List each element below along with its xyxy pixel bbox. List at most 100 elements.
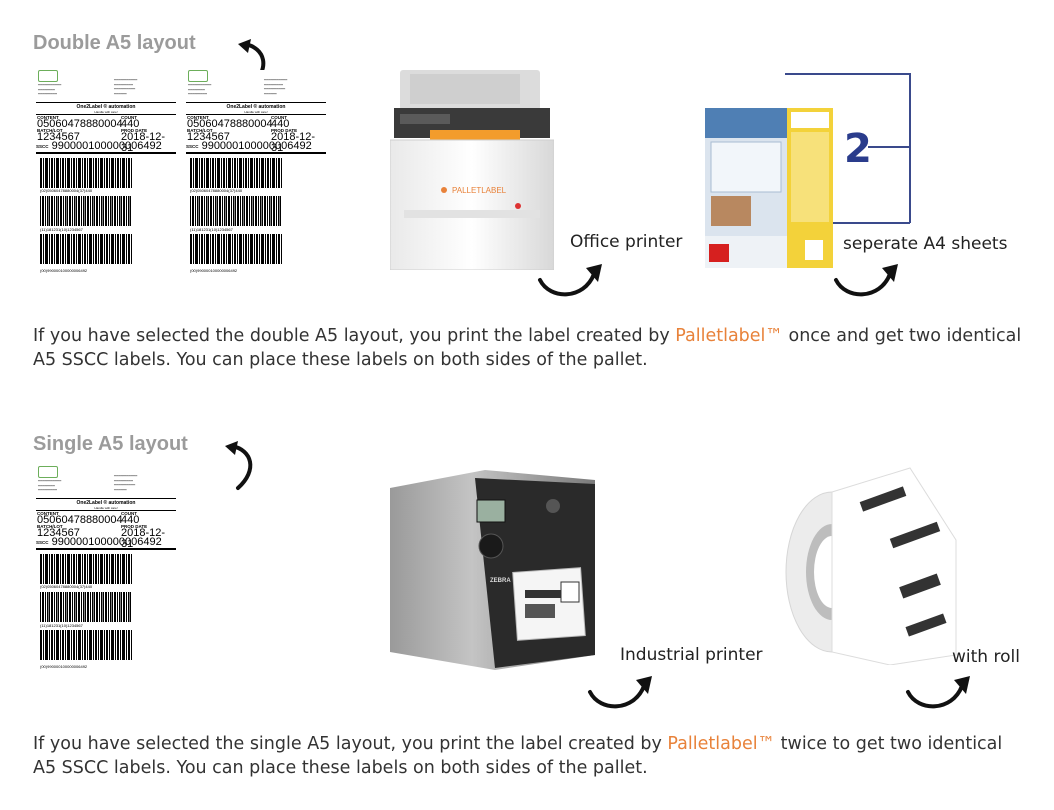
barcode-hri-1: (02)05060478880004(37)440 [40,584,93,589]
label-content-value: 05060478880004 [187,118,273,130]
brand-name: Palletlabel™ [675,326,783,346]
single-desc-text: If you have selected the single A5 layou… [33,734,668,754]
barcode-1 [190,158,282,188]
barcode-2 [40,196,132,226]
barcode-3 [40,630,132,660]
double-layout-title: Double A5 layout [33,32,196,54]
label-prod-key: PROD DATE [121,128,148,133]
sscc-label-preview-1: ━━━━━━━━━━━━━━━━━━━━━━━━━━━━ ━━━━━━━━━━━… [36,70,176,280]
label-receiver-address: ━━━━━━━━━━━━━━━━━━━━━━━━━━━━━━━━━━━━ [114,78,138,96]
barcode-hri-2: (11)181231(10)1234567 [190,227,233,232]
label-count-key: COUNT [121,511,137,516]
zebra-brand-text: ZEBRA [490,578,511,584]
single-desc-text-end: twice to get two identical [775,734,1003,754]
sheet-frame-top [785,73,910,75]
double-desc-text: If you have selected the double A5 layou… [33,326,676,346]
label-divider [36,510,176,511]
label-sscc: SSCC 990000100000006492 [36,537,162,548]
label-count-value: 440 [121,514,140,526]
label-sscc-key: SSCC [36,144,49,149]
label-handle-text: Handle with care! [94,506,118,510]
label-content-value: 05060478880004 [37,514,123,526]
barcode-hri-1: (02)05060478880004(37)440 [40,188,93,193]
curved-arrow-icon [834,264,898,297]
industrial-printer-caption: Industrial printer [620,645,763,665]
label-automation-text: One2Label ® automation [226,104,286,110]
label-prod-value: 2018-12-31 [121,131,166,154]
double-desc-text-end: once and get two identical [782,326,1022,346]
label-roll-image [785,467,957,665]
label-batch-value: 1234567 [37,131,80,143]
barcode-hri-2: (11)181231(10)1234567 [40,623,83,628]
avery-a4-sheets-image [705,108,833,268]
label-count-value: 440 [271,118,290,130]
office-printer-image: PALLETLABEL [390,70,554,270]
label-content-key: CONTENT [187,115,209,120]
label-automation-text: One2Label ® automation [76,500,136,506]
barcode-2 [190,196,282,226]
label-batch-value: 1234567 [187,131,230,143]
label-handle-text: Handle with care! [244,110,268,114]
curved-arrow-icon [588,676,652,709]
barcode-3 [40,234,132,264]
label-content-key: CONTENT [37,511,59,516]
label-handle-text: Handle with care! [94,110,118,114]
label-receiver-address: ━━━━━━━━━━━━━━━━━━━━━━━━━━━━━━━━━━━━ [264,78,288,96]
barcode-1 [40,158,132,188]
label-sender-address: ━━━━━━━━━━━━━━━━━━━━━━━━━━━━ [38,83,62,96]
sscc-label-preview-2: ━━━━━━━━━━━━━━━━━━━━━━━━━━━━ ━━━━━━━━━━━… [186,70,326,280]
label-batch-key: BATCH/LOT [187,128,213,133]
label-batch-key: BATCH/LOT [37,524,63,529]
avery-number-two: 2 [844,126,872,172]
barcode-hri-3: (00)990000100000006492 [190,268,238,273]
label-prod-value: 2018-12-31 [121,527,166,550]
label-content-value: 05060478880004 [37,118,123,130]
label-sscc-key: SSCC [186,144,199,149]
barcode-hri-1: (02)05060478880004(37)440 [190,188,243,193]
label-divider [36,114,176,115]
curved-arrow-icon [906,676,970,709]
single-desc-line2: A5 SSCC labels. You can place these labe… [33,758,648,778]
label-logo-icon [38,70,58,82]
double-desc-line2: A5 SSCC labels. You can place these labe… [33,350,648,370]
label-sscc: SSCC 990000100000006492 [36,141,162,152]
label-sscc-value: 990000100000006492 [201,140,312,152]
label-batch-key: BATCH/LOT [37,128,63,133]
label-sender-address: ━━━━━━━━━━━━━━━━━━━━━━━━━━━━ [188,83,212,96]
printer-palletlabel-logo: PALLETLABEL [452,186,507,195]
label-sscc-key: SSCC [36,540,49,545]
office-printer-caption: Office printer [570,232,683,252]
label-sscc-value: 990000100000006492 [51,140,162,152]
barcode-3 [190,234,282,264]
barcode-hri-3: (00)990000100000006492 [40,268,88,273]
barcode-hri-2: (11)181231(10)1234567 [40,227,83,232]
barcode-hri-3: (00)990000100000006492 [40,664,88,669]
separate-sheets-caption: seperate A4 sheets [843,234,1008,254]
label-thick-rule [186,152,326,154]
label-sscc-value: 990000100000006492 [51,536,162,548]
label-prod-key: PROD DATE [271,128,298,133]
barcode-1 [40,554,132,584]
industrial-printer-image: ZEBRA [390,470,595,670]
curved-arrow-icon [538,264,602,297]
sscc-label-preview-single: ━━━━━━━━━━━━━━━━━━━━━━━━━━━━ ━━━━━━━━━━━… [36,466,176,676]
with-roll-caption: with roll [952,647,1020,667]
label-thick-rule [36,152,176,154]
label-prod-key: PROD DATE [121,524,148,529]
label-thick-rule [36,548,176,550]
label-logo-icon [38,466,58,478]
brand-name: Palletlabel™ [667,734,776,754]
label-prod-value: 2018-12-31 [271,131,316,154]
single-layout-title: Single A5 layout [33,433,188,455]
label-count-key: COUNT [121,115,137,120]
label-receiver-address: ━━━━━━━━━━━━━━━━━━━━━━━━━━━━━━━━━━━━ [114,474,138,492]
label-logo-icon [188,70,208,82]
label-divider [186,114,326,115]
label-sender-address: ━━━━━━━━━━━━━━━━━━━━━━━━━━━━ [38,479,62,492]
label-count-key: COUNT [271,115,287,120]
sheet-frame-right [909,73,911,223]
curved-arrow-icon [225,441,253,490]
